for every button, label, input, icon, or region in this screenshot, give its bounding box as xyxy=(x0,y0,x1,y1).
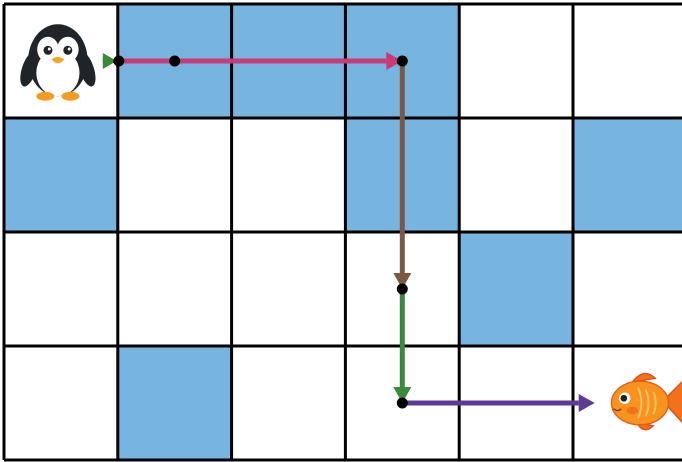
waypoint-dot xyxy=(397,284,408,295)
waypoint-dot xyxy=(397,56,408,67)
grid-cell-ice xyxy=(4,346,118,460)
grid-cell-water xyxy=(118,346,232,460)
grid-cell-water xyxy=(573,118,682,232)
grid-cell-ice xyxy=(459,4,573,118)
grid-cell-ice xyxy=(4,232,118,346)
grid-cell-ice xyxy=(118,118,232,232)
grid-cell-ice xyxy=(232,118,346,232)
grid-cell-ice xyxy=(573,232,682,346)
grid-cell-ice xyxy=(573,4,682,118)
waypoint-dot xyxy=(169,56,180,67)
grid-cell-ice xyxy=(118,232,232,346)
grid-cell-water xyxy=(459,232,573,346)
grid-cell-ice xyxy=(459,118,573,232)
grid-cell-ice xyxy=(232,346,346,460)
waypoint-dot xyxy=(397,398,408,409)
waypoint-dot xyxy=(113,56,124,67)
grid-cell-ice xyxy=(232,232,346,346)
grid-cell-water xyxy=(4,118,118,232)
